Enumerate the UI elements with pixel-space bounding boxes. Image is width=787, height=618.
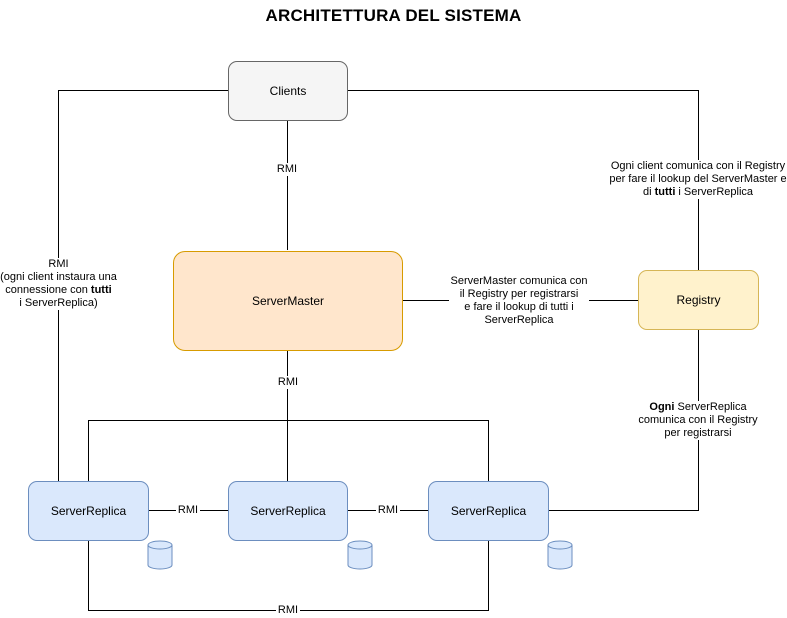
label-clients-replicas: RMI (ogni client instaura una connession… — [0, 258, 117, 310]
diagram-title: ARCHITETTURA DEL SISTEMA — [265, 6, 522, 25]
edge-master-replica-bus — [88, 420, 489, 481]
database-icon — [147, 540, 173, 570]
server-replica-node-2[interactable]: ServerReplica — [228, 481, 348, 541]
label-clients-master: RMI — [274, 163, 300, 176]
edge-clients-replica — [58, 90, 228, 481]
label-master-replicas: RMI — [276, 376, 300, 389]
server-replica-node-3[interactable]: ServerReplica — [428, 481, 549, 541]
server-replica-node-1[interactable]: ServerReplica — [28, 481, 149, 541]
clients-node[interactable]: Clients — [228, 61, 348, 121]
label-replica1-replica3: RMI — [276, 604, 300, 617]
registry-node[interactable]: Registry — [638, 270, 759, 330]
label-clients-registry: Ogni client comunica con il Registry per… — [603, 160, 787, 199]
label-replica1-replica2: RMI — [176, 504, 200, 517]
edge-replica-registry — [548, 330, 699, 511]
server-master-node[interactable]: ServerMaster — [173, 251, 403, 351]
label-replica2-replica3: RMI — [376, 504, 400, 517]
label-master-registry: ServerMaster comunica con il Registry pe… — [449, 275, 589, 327]
database-icon — [547, 540, 573, 570]
label-replica-registry: Ogni ServerReplica comunica con il Regis… — [630, 401, 766, 440]
database-icon — [347, 540, 373, 570]
edge-clients-registry — [347, 90, 699, 270]
